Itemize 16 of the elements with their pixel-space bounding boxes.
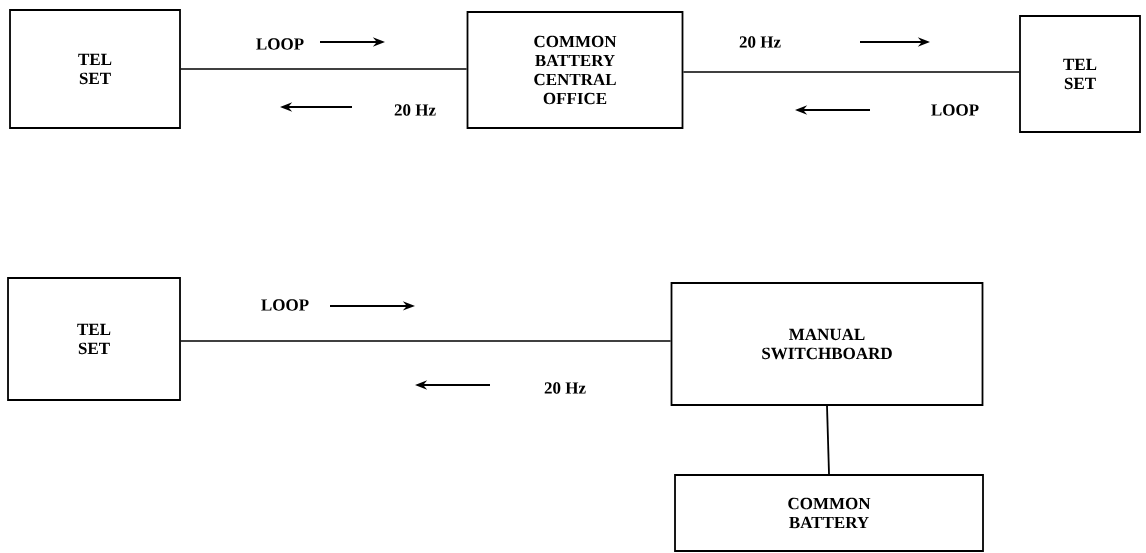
signal-label: LOOP — [256, 38, 304, 50]
signal-label: 20 Hz — [544, 382, 586, 394]
box: TEL SET — [7, 277, 181, 401]
box: COMMON BATTERY CENTRAL OFFICE — [466, 11, 684, 129]
signal-label: LOOP — [261, 299, 309, 311]
line — [682, 71, 1020, 73]
signal-label: LOOP — [931, 104, 979, 116]
box: MANUAL SWITCHBOARD — [670, 282, 984, 406]
box: COMMON BATTERY — [674, 474, 984, 552]
box: TEL SET — [9, 9, 181, 129]
line — [180, 340, 672, 342]
line — [826, 405, 830, 475]
line — [180, 68, 468, 70]
signal-label: 20 Hz — [394, 104, 436, 116]
signal-label: 20 Hz — [739, 36, 781, 48]
box: TEL SET — [1019, 15, 1141, 133]
